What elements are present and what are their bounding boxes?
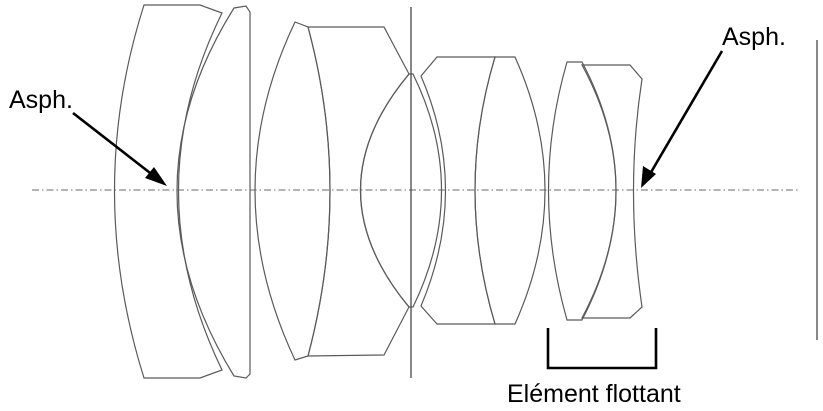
floating-element-bracket <box>546 328 658 370</box>
asph-right-arrow <box>641 50 724 188</box>
lens-element-4 <box>307 26 410 357</box>
lens-element-7 <box>474 56 546 325</box>
asph-left-arrow <box>72 111 167 186</box>
lens-element-8-floating <box>547 61 617 321</box>
asph-right-label: Asph. <box>722 23 786 51</box>
lens-element-1 <box>113 4 223 379</box>
lens-element-5 <box>360 73 443 308</box>
floating-element-label: Elément flottant <box>507 380 681 408</box>
lens-element-9-floating-aspherical <box>580 64 643 319</box>
lens-element-2-aspherical <box>176 5 251 379</box>
lens-element-6 <box>420 56 496 325</box>
asph-left-label: Asph. <box>9 86 73 114</box>
